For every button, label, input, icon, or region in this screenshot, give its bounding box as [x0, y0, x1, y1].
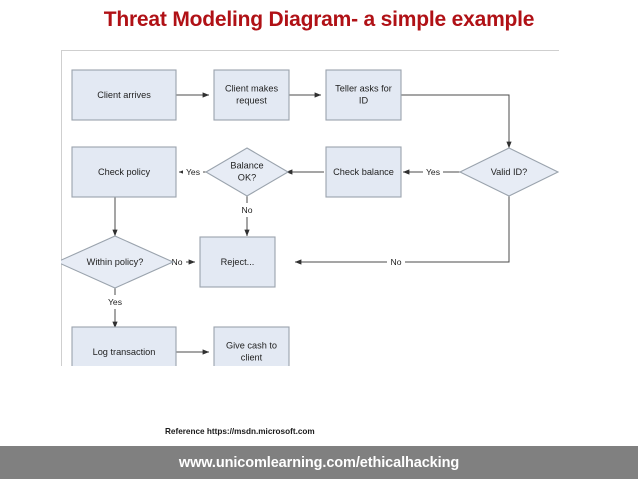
node-label-teller-line2: ID — [359, 95, 369, 105]
node-within-policy[interactable]: Within policy? — [61, 235, 175, 289]
node-reject[interactable]: Reject... — [199, 236, 276, 288]
node-label-client-request-line2: request — [236, 95, 267, 105]
node-label-within-policy: Within policy? — [87, 257, 144, 267]
node-label-teller-line1: Teller asks for — [335, 83, 392, 93]
node-give-cash-to-client[interactable]: Give cash to client — [213, 326, 290, 366]
node-label-check-balance: Check balance — [333, 167, 394, 177]
edge-label-valid-id-yes: Yes — [426, 167, 440, 177]
edge-label-balance-ok-no: No — [242, 205, 253, 215]
node-teller-asks-for-id[interactable]: Teller asks for ID — [325, 69, 402, 121]
node-layer: Client arrives Client makes request Tell… — [61, 69, 559, 366]
page-title: Threat Modeling Diagram- a simple exampl… — [103, 8, 535, 31]
edge-label-valid-id-no: No — [391, 257, 402, 267]
node-label-client-arrives: Client arrives — [97, 90, 151, 100]
node-label-log-transaction: Log transaction — [93, 347, 156, 357]
node-label-check-policy: Check policy — [98, 167, 150, 177]
node-client-arrives[interactable]: Client arrives — [71, 69, 177, 121]
reference-text: Reference https://msdn.microsoft.com — [165, 427, 315, 436]
node-label-valid-id: Valid ID? — [491, 167, 528, 177]
node-label-client-request-line1: Client makes — [225, 83, 279, 93]
node-label-give-cash-line1: Give cash to — [226, 340, 277, 350]
node-client-makes-request[interactable]: Client makes request — [213, 69, 290, 121]
node-check-balance[interactable]: Check balance — [325, 146, 402, 198]
node-valid-id[interactable]: Valid ID? — [458, 147, 559, 197]
threat-model-flowchart: Yes No Yes No No Yes Client arrives Clie… — [61, 69, 559, 366]
edge-valid-id-no-to-reject — [294, 196, 510, 265]
node-check-policy[interactable]: Check policy — [71, 146, 177, 198]
node-label-reject: Reject... — [221, 257, 255, 267]
edge-teller-to-valid-id — [401, 94, 512, 149]
node-label-balance-ok-line1: Balance — [230, 160, 263, 170]
edge-label-within-policy-yes: Yes — [108, 297, 122, 307]
node-balance-ok[interactable]: Balance OK? — [204, 147, 290, 197]
node-label-balance-ok-line2: OK? — [238, 172, 256, 182]
edge-label-balance-ok-yes: Yes — [186, 167, 200, 177]
edge-label-layer: Yes No Yes No No Yes — [105, 165, 443, 309]
node-log-transaction[interactable]: Log transaction — [71, 326, 177, 366]
footer-url[interactable]: www.unicomlearning.com/ethicalhacking — [178, 454, 460, 471]
node-label-give-cash-line2: client — [241, 352, 263, 362]
footer-bar: www.unicomlearning.com/ethicalhacking — [0, 446, 638, 479]
edge-label-within-policy-no: No — [172, 257, 183, 267]
edge-layer — [112, 92, 512, 355]
